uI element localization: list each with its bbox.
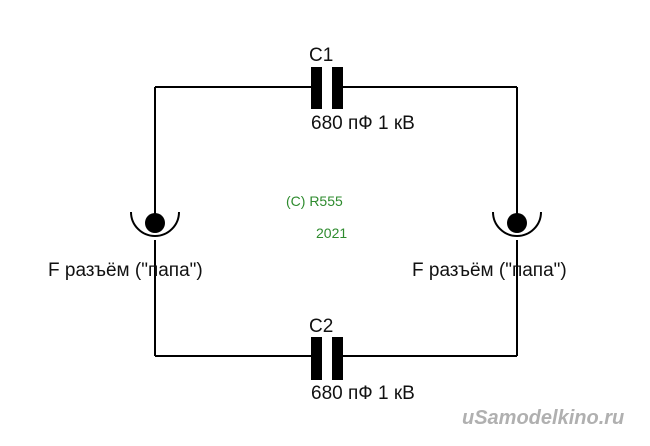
connector-left-symbol — [130, 211, 180, 237]
watermark: uSamodelkino.ru — [462, 407, 625, 429]
copyright-line1: (C) R555 — [286, 193, 343, 209]
capacitor-c1-symbol — [311, 67, 343, 109]
capacitor-c1-ref: C1 — [309, 45, 334, 66]
copyright-year: 2021 — [316, 225, 348, 241]
capacitor-c2-ref: C2 — [309, 316, 334, 337]
connector-left-label: F разъём ("папа") — [48, 260, 203, 281]
connector-right-label: F разъём ("папа") — [412, 260, 567, 281]
connector-right-symbol — [492, 211, 542, 237]
capacitor-c2-symbol — [311, 337, 343, 380]
capacitor-c2-value: 680 пФ 1 кВ — [311, 383, 415, 404]
capacitor-c1-value: 680 пФ 1 кВ — [311, 113, 415, 134]
